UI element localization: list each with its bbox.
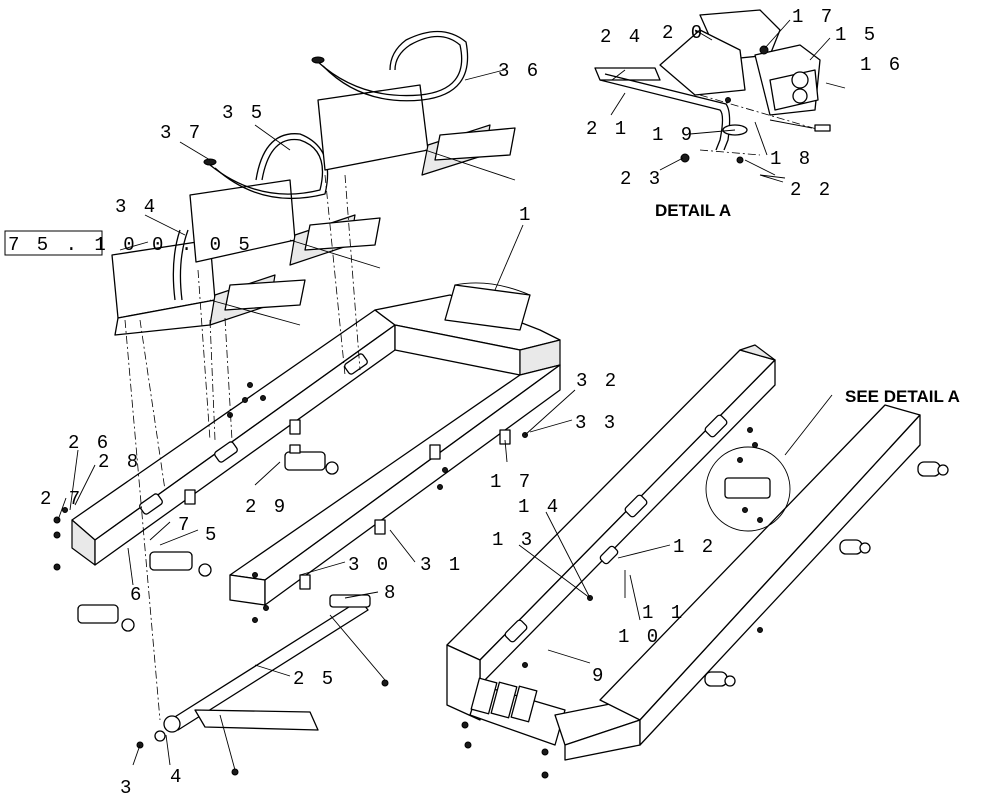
callout-29: 2 9 [245, 496, 288, 518]
callout-34: 3 4 [115, 196, 158, 218]
left-frame-assembly [53, 282, 561, 776]
callout-3: 3 [120, 777, 134, 799]
reference-box-frame [4, 230, 103, 256]
reference-box[interactable]: 7 5 . 1 0 0 . 0 5 [4, 230, 253, 256]
callout-16: 1 6 [860, 54, 903, 76]
sensor-left-lower [77, 551, 212, 632]
callout-10: 1 0 [618, 626, 661, 648]
callout-21: 2 1 [586, 118, 629, 140]
callout-23: 2 3 [620, 168, 663, 190]
detail-a-circle [705, 446, 791, 532]
see-detail-a-label: SEE DETAIL A [845, 387, 960, 406]
callout-30: 3 0 [348, 554, 391, 576]
callout-9: 9 [592, 665, 606, 687]
callout-26: 2 6 [68, 432, 111, 454]
callout-17: 1 7 [490, 471, 533, 493]
reference-box-text: 7 5 . 1 0 0 . 0 5 [8, 234, 253, 256]
callout-7: 7 [178, 514, 192, 536]
wheel-assemblies [704, 461, 949, 687]
callout-8: 8 [384, 582, 398, 604]
shaft-25 [136, 594, 389, 776]
callout-32: 3 2 [576, 370, 619, 392]
right-frame-assembly [446, 344, 949, 779]
callout-25: 2 5 [293, 668, 336, 690]
meter-box-middle [189, 133, 381, 269]
callout-17-detail: 1 7 [792, 6, 835, 28]
callout-5: 5 [205, 524, 219, 546]
callout-36: 3 6 [498, 60, 541, 82]
callout-14: 1 4 [518, 496, 561, 518]
callout-27: 2 7 [40, 488, 83, 510]
callout-6: 6 [130, 584, 144, 606]
tube-slot [344, 353, 368, 375]
callout-22: 2 2 [790, 179, 833, 201]
callout-31: 3 1 [420, 554, 463, 576]
callout-15: 1 5 [835, 24, 878, 46]
callout-33: 3 3 [575, 412, 618, 434]
meter-box-upper [311, 30, 516, 181]
callout-20: 2 0 [662, 22, 705, 44]
leader-lines [57, 19, 833, 766]
tube-slot [139, 493, 163, 515]
callout-19: 1 9 [652, 124, 695, 146]
callout-24: 2 4 [600, 26, 643, 48]
callout-13: 1 3 [492, 529, 535, 551]
callout-28: 2 8 [98, 451, 141, 473]
callout-35: 3 5 [222, 102, 265, 124]
detail-a-assembly [594, 9, 846, 179]
hopper-opening [444, 284, 531, 331]
callout-18: 1 8 [770, 148, 813, 170]
callout-12: 1 2 [673, 536, 716, 558]
inner-tube-end [229, 574, 266, 606]
alignment-lines [124, 174, 361, 721]
callout-labels: 1 3 4 5 6 7 8 9 1 0 1 1 1 2 1 3 1 4 1 5 … [40, 6, 903, 799]
mounting-hardware [53, 382, 528, 623]
callout-11: 1 1 [642, 602, 685, 624]
callout-1: 1 [519, 204, 533, 226]
tube-slot [214, 441, 238, 463]
callout-4: 4 [170, 766, 184, 788]
sensor-29 [284, 444, 339, 475]
grill-panel [470, 677, 538, 723]
detail-a-heading: DETAIL A [655, 201, 731, 220]
callout-37: 3 7 [160, 122, 203, 144]
